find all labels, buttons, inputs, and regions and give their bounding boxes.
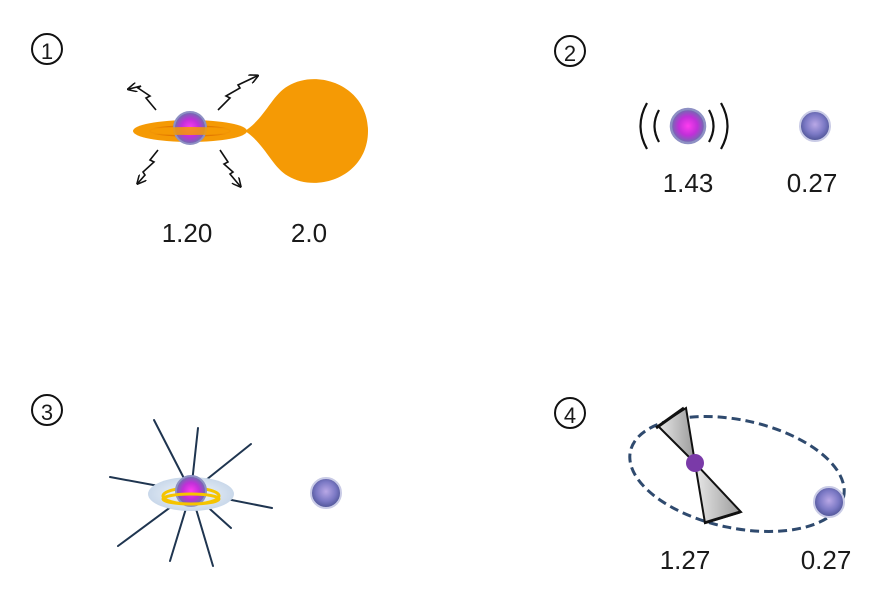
panel-4: 4 1.27 0.27 [554,397,852,575]
central-pulsar [686,454,704,472]
panel-4-label: 4 [564,403,576,428]
panel-3: 3 [31,394,342,567]
donor-star [245,79,368,183]
panel-2-value-0: 1.43 [663,168,714,198]
panel-4-badge [554,397,586,429]
panel-2-label: 2 [564,41,576,66]
panel-4-value-0: 1.27 [660,545,711,575]
pulsar [669,107,707,145]
bicone-beam-icon [655,406,743,525]
panel-1-label: 1 [41,39,53,64]
panel-4-value-1: 0.27 [801,545,852,575]
orbit [628,415,846,533]
radio-pulse-icon [639,102,729,150]
white-dwarf-3 [310,477,342,509]
panel-1: 1 1.20 2.0 [31,33,368,248]
panel-2-value-1: 0.27 [787,168,838,198]
panel-1-badge [31,33,63,65]
panel-1-value-1: 2.0 [291,218,327,248]
neutron-star-3 [175,475,207,507]
panel-3-badge [31,394,63,426]
panel-1-value-0: 1.20 [162,218,213,248]
white-dwarf [799,110,831,142]
arrow-zigzag-icon [129,76,257,186]
panel-2-badge [554,35,586,67]
white-dwarf-4 [813,486,845,518]
panel-2: 2 1.43 0.27 [554,35,838,198]
panel-3-label: 3 [41,400,53,425]
